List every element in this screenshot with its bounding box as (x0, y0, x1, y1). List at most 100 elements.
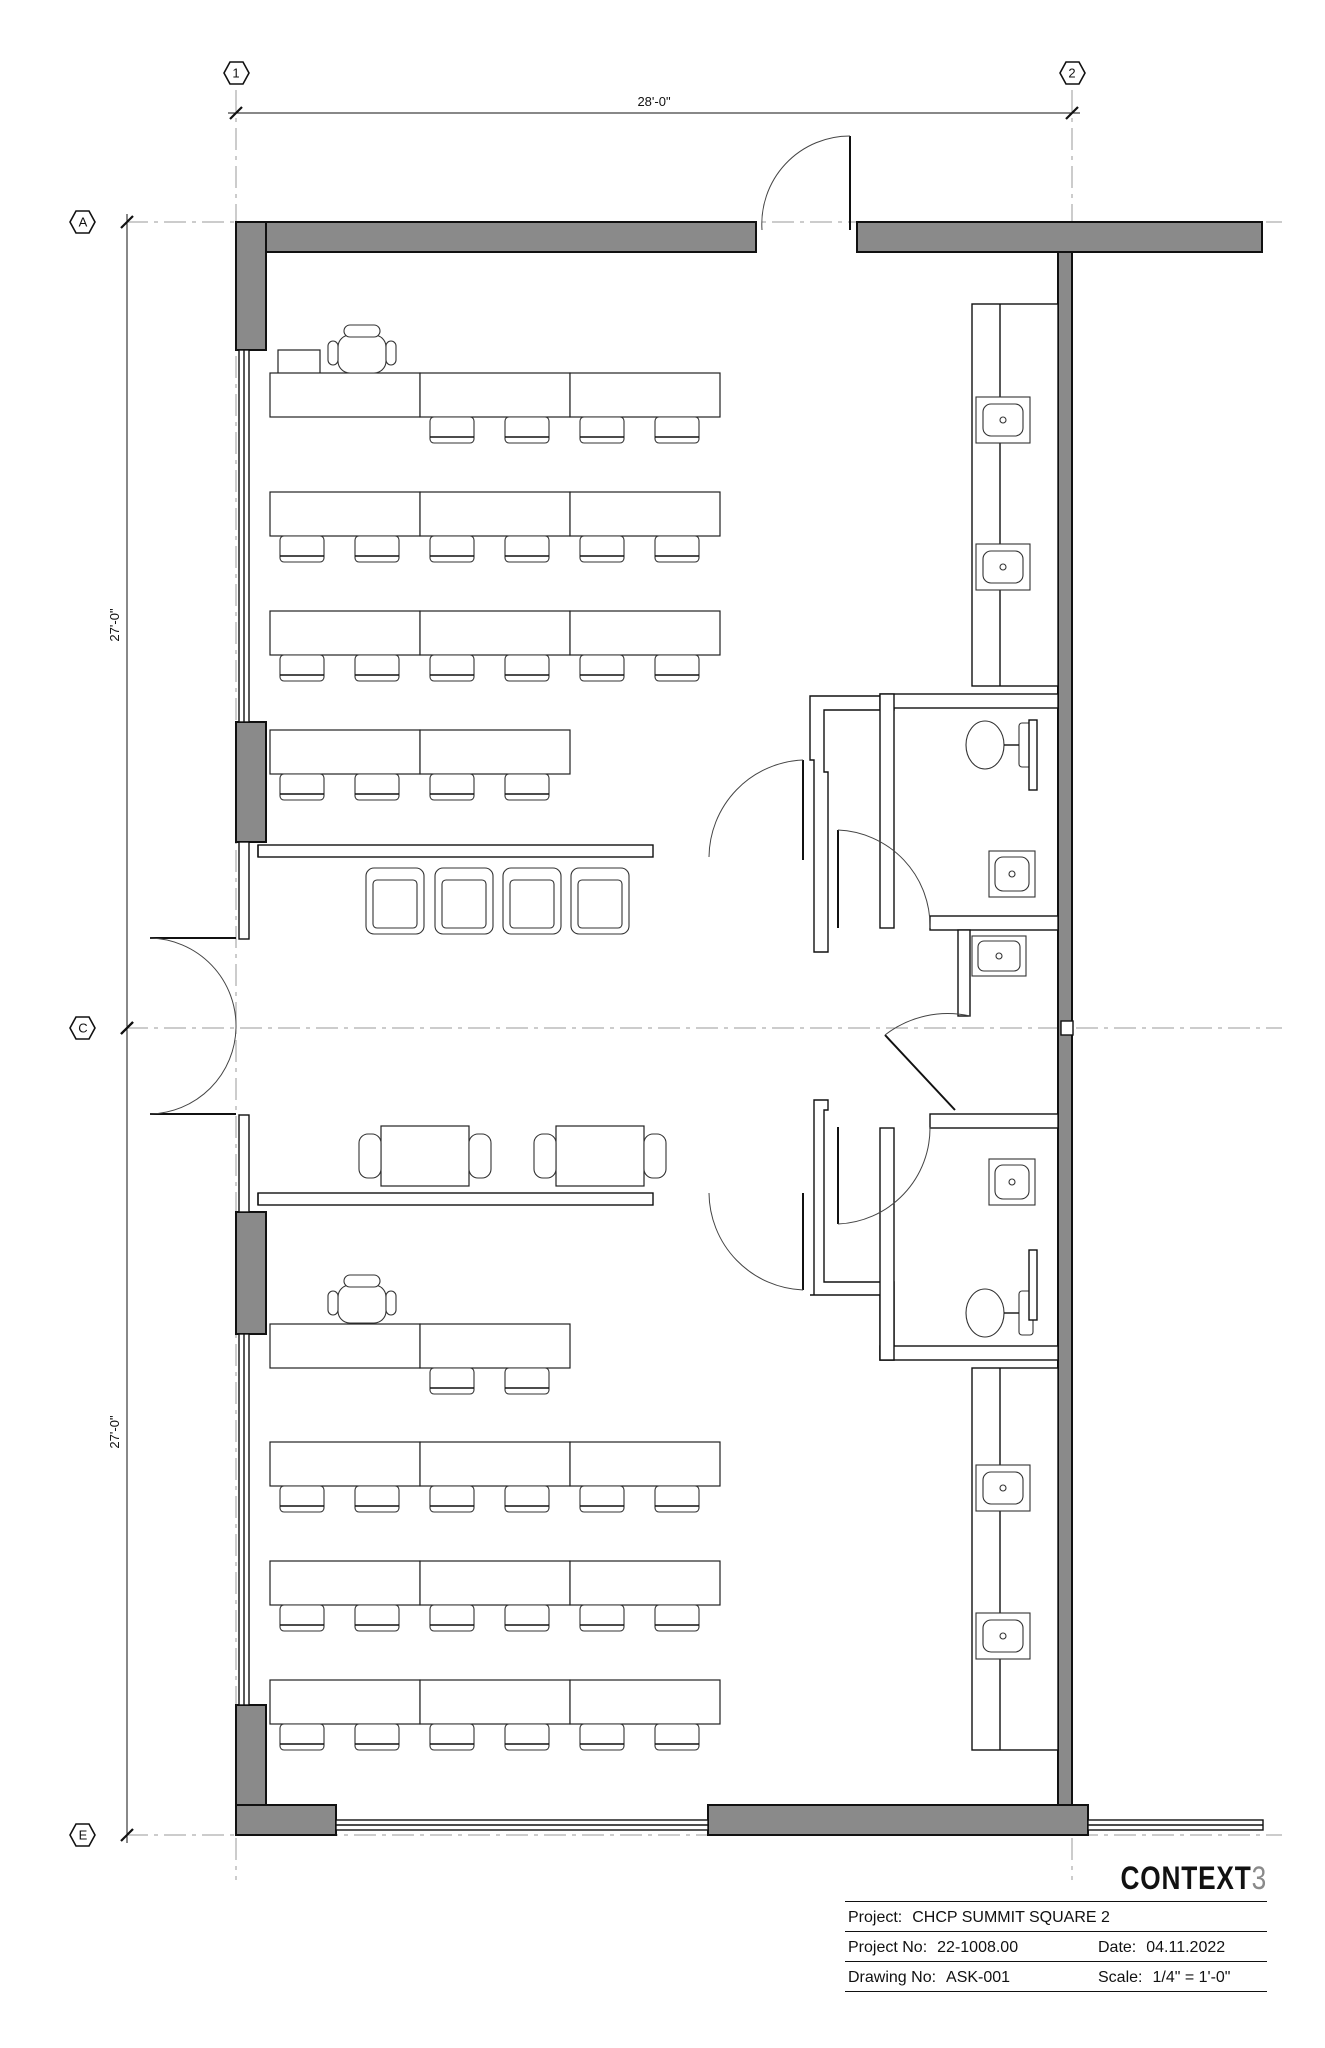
chair-icon (504, 416, 550, 444)
chair-icon (654, 1485, 700, 1513)
lounge-chair-icon (570, 867, 630, 935)
desk (269, 1560, 421, 1606)
dimension-upper-height-label: 27'-0" (107, 608, 122, 642)
date-label: Date: (1098, 1939, 1137, 1956)
lounge-seating (358, 867, 667, 1187)
desk (419, 1323, 571, 1369)
desk (269, 1679, 421, 1725)
chair-icon (279, 654, 325, 682)
chair-icon (579, 535, 625, 563)
title-block-number-row: Project No: 22-1008.00 Date: 04.11.2022 (845, 1931, 1267, 1961)
desk (419, 1441, 571, 1487)
sink-icon (988, 850, 1036, 898)
chair-icon (429, 773, 475, 801)
office-chair-icon (327, 324, 397, 374)
chair-icon (429, 535, 475, 563)
toilet-icon (965, 720, 1034, 770)
desk (269, 610, 421, 656)
sink-icon (988, 1158, 1036, 1206)
chair-icon (279, 773, 325, 801)
chair-icon (429, 1723, 475, 1751)
desk (569, 610, 721, 656)
cafe-table-icon (358, 1125, 492, 1187)
chair-icon (429, 1604, 475, 1632)
date-value: 04.11.2022 (1146, 1939, 1226, 1956)
desk (419, 372, 571, 418)
chair-icon (654, 416, 700, 444)
chair-icon (504, 654, 550, 682)
desk (419, 610, 571, 656)
sink-icon (971, 935, 1027, 977)
side-double-door (149, 937, 237, 1115)
project-no-value: 22-1008.00 (937, 1939, 1019, 1956)
chair-icon (279, 1485, 325, 1513)
project-value: CHCP SUMMIT SQUARE 2 (912, 1909, 1110, 1926)
title-block-project-row: Project: CHCP SUMMIT SQUARE 2 (845, 1901, 1267, 1931)
grid-bubble-c: C (69, 1016, 96, 1040)
chair-icon (579, 1604, 625, 1632)
chair-icon (654, 1604, 700, 1632)
partitions (257, 303, 1074, 1751)
windows (238, 349, 1264, 1831)
brand-main: CONTEXT (1120, 1860, 1252, 1896)
scale-value: 1/4" = 1'-0" (1152, 1969, 1231, 1986)
sink-icon (975, 543, 1031, 591)
title-block-drawing-row: Drawing No: ASK-001 Scale: 1/4" = 1'-0" (845, 1961, 1267, 1992)
grid-label-2: 2 (1068, 66, 1075, 81)
chair-icon (654, 535, 700, 563)
desk (569, 1679, 721, 1725)
chair-icon (504, 773, 550, 801)
desk (569, 491, 721, 537)
desk (419, 1560, 571, 1606)
cafe-table-icon (533, 1125, 667, 1187)
desk (419, 491, 571, 537)
toilet-fixtures (965, 719, 1038, 1338)
interior-doors (708, 759, 971, 1291)
grid-label-e: E (79, 1828, 88, 1843)
desk (569, 372, 721, 418)
grid-bubble-1: 1 (223, 61, 250, 85)
chair-icon (354, 1485, 400, 1513)
chair-icon (354, 654, 400, 682)
scale-label: Scale: (1098, 1969, 1143, 1986)
chair-icon (579, 654, 625, 682)
chair-icon (354, 1604, 400, 1632)
drawing-no-label: Drawing No: (848, 1969, 937, 1986)
sink-icon (975, 396, 1031, 444)
desk (269, 1323, 421, 1369)
lounge-chair-icon (502, 867, 562, 935)
dimension-width: 28'-0" (228, 94, 1080, 120)
chair-icon (429, 654, 475, 682)
chair-icon (279, 1604, 325, 1632)
chair-icon (354, 773, 400, 801)
chair-icon (504, 1367, 550, 1395)
chair-icon (579, 1723, 625, 1751)
chair-icon (504, 1485, 550, 1513)
entry-door-top (761, 135, 851, 231)
chair-icon (654, 1723, 700, 1751)
chair-icon (279, 535, 325, 563)
desk (269, 729, 421, 775)
brand-accent: 3 (1251, 1860, 1267, 1896)
chair-icon (354, 535, 400, 563)
grid-bubble-a: A (69, 210, 96, 234)
dimension-lower-height: 27'-0" (107, 1020, 134, 1843)
desks (269, 349, 721, 1725)
lounge-chair-icon (365, 867, 425, 935)
desk (419, 1679, 571, 1725)
grid-bubble-e: E (69, 1823, 96, 1847)
office-chair-icon (327, 1274, 397, 1324)
desk (569, 1441, 721, 1487)
dimension-upper-height: 27'-0" (107, 214, 134, 1036)
chair-icon (504, 1723, 550, 1751)
chair-icon (429, 1485, 475, 1513)
chair-icon (279, 1723, 325, 1751)
printer (277, 349, 321, 375)
chair-icon (579, 1485, 625, 1513)
project-no-label: Project No: (848, 1939, 928, 1956)
chair-icon (504, 535, 550, 563)
lounge-chair-icon (434, 867, 494, 935)
drawing-no-value: ASK-001 (946, 1969, 1011, 1986)
chair-icon (429, 1367, 475, 1395)
